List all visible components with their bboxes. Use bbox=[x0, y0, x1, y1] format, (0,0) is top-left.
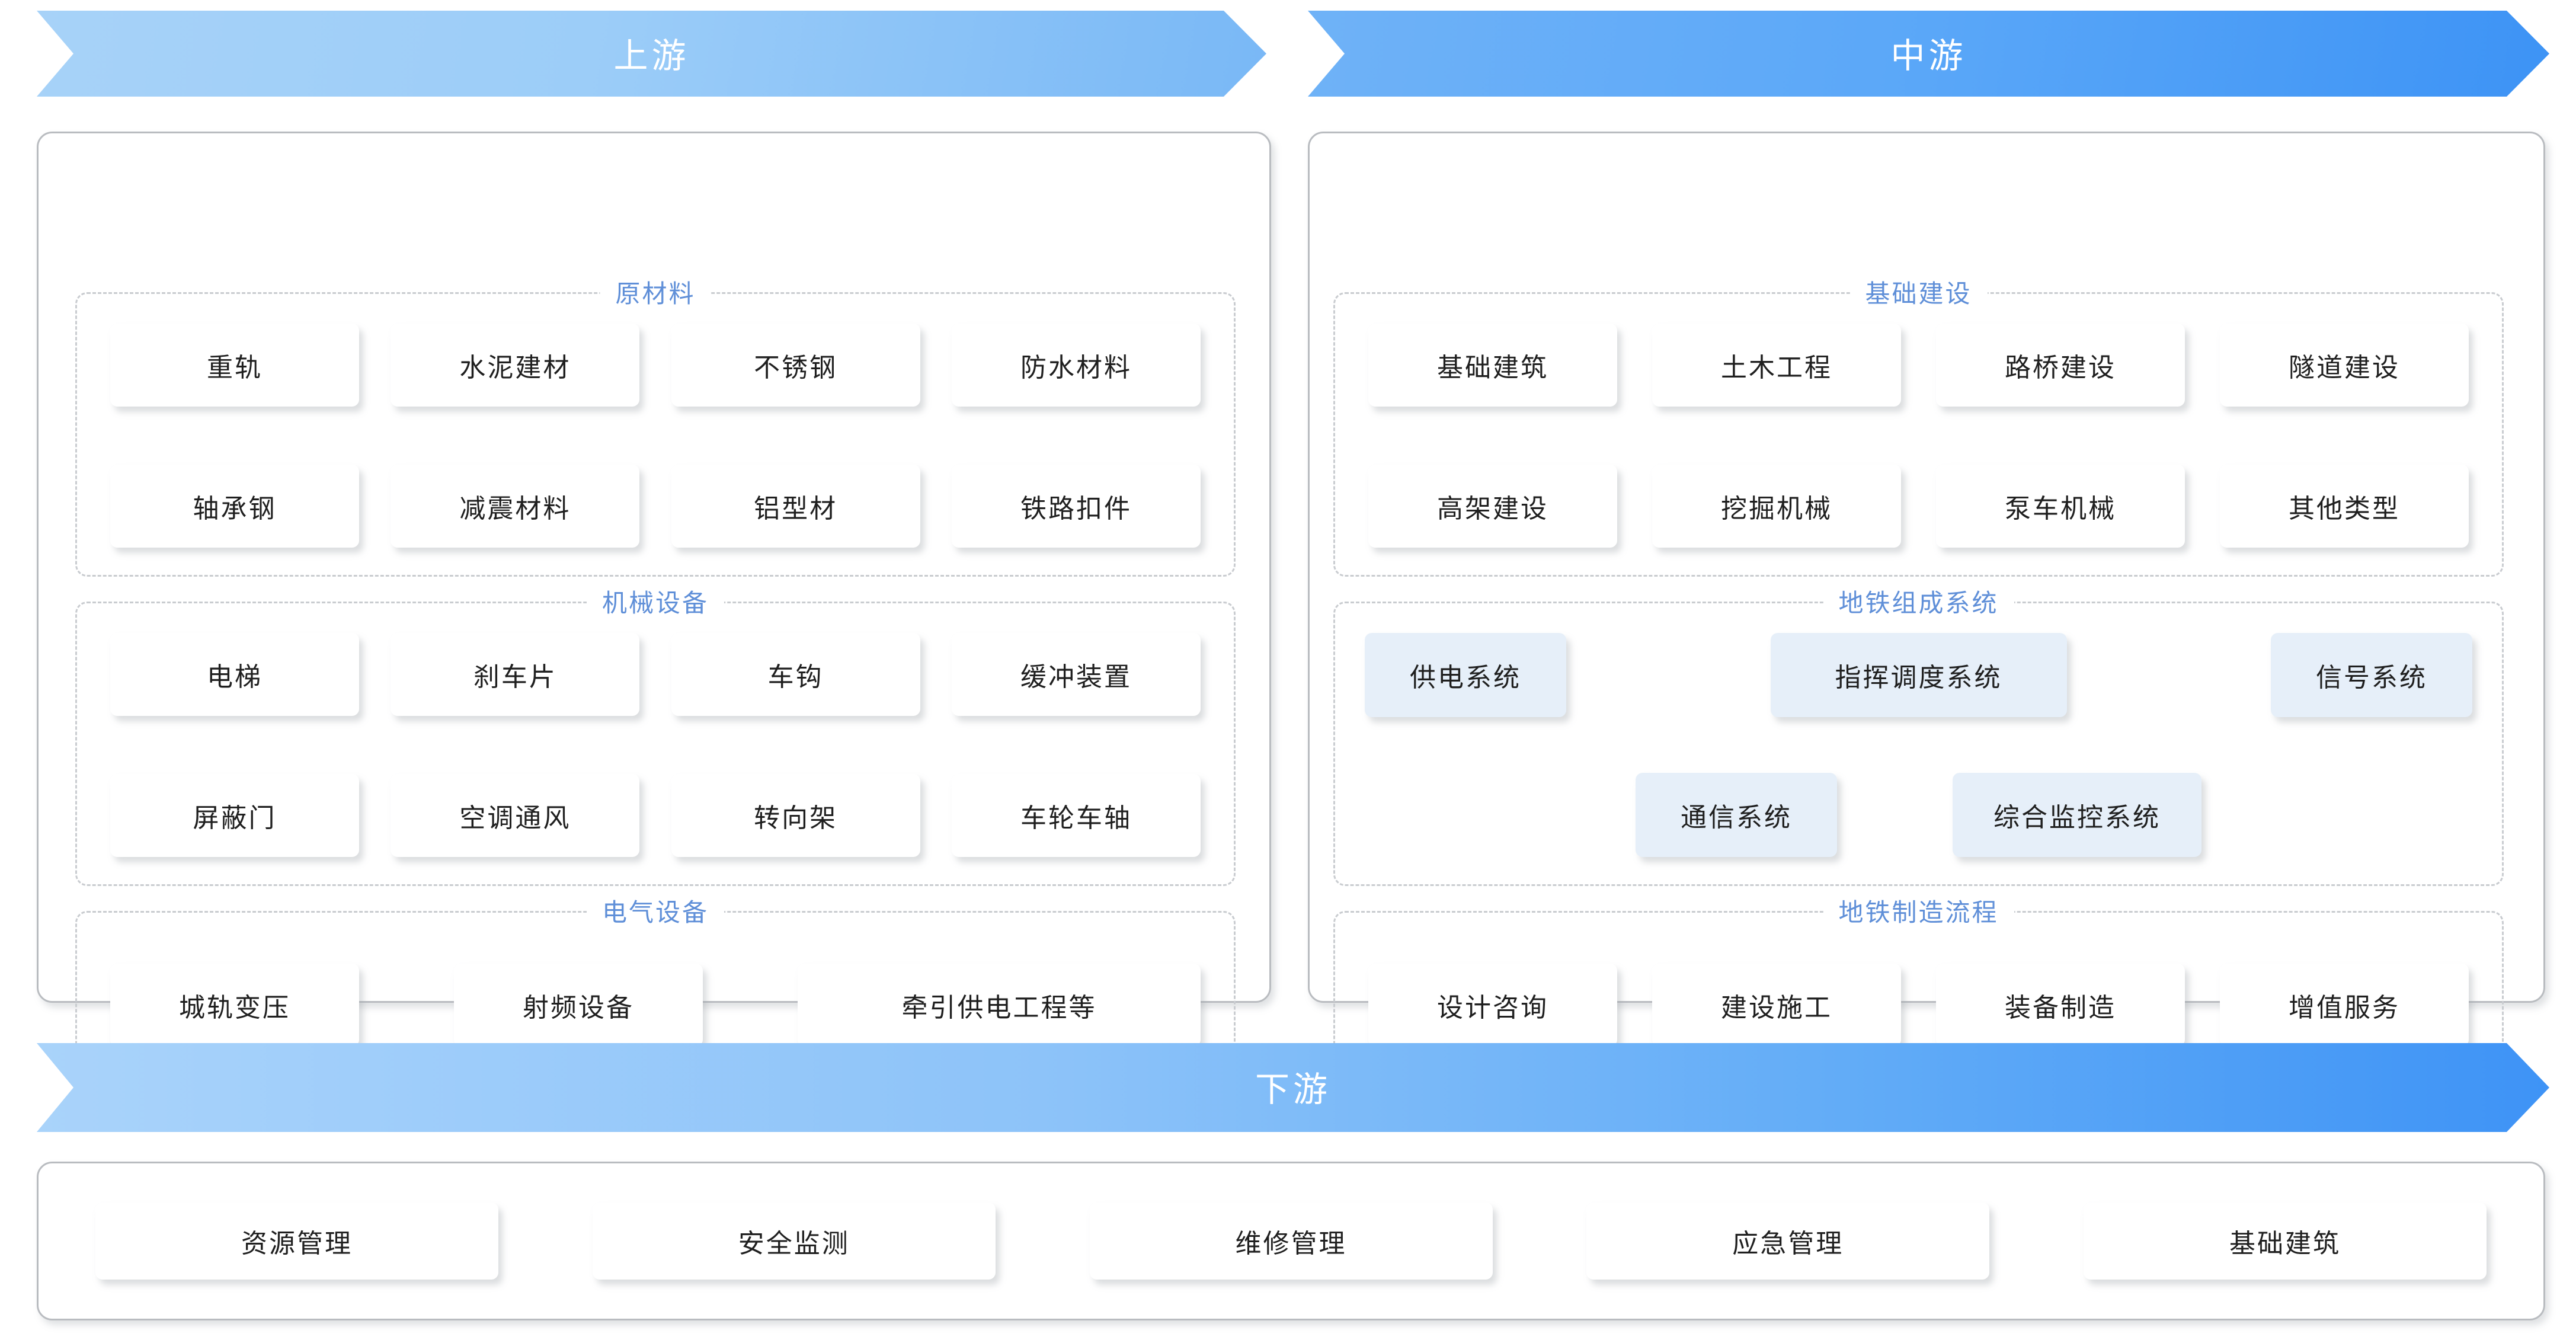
chip-row: 设计咨询 建设施工 装备制造 增值服务 bbox=[1335, 964, 2502, 1047]
chip-item[interactable]: 供电系统 bbox=[1365, 633, 1566, 717]
chip-item[interactable]: 土木工程 bbox=[1652, 324, 1901, 407]
group-electrical-equipment: 电气设备 城轨变压 射频设备 牵引供电工程等 bbox=[75, 893, 1236, 1099]
downstream-panel: 资源管理 安全监测 维修管理 应急管理 基础建筑 bbox=[37, 1162, 2545, 1320]
chip-item[interactable]: 增值服务 bbox=[2220, 964, 2469, 1047]
chip-row: 城轨变压 射频设备 牵引供电工程等 bbox=[77, 964, 1234, 1047]
chip-row: 轴承钢 减震材料 铝型材 铁路扣件 bbox=[77, 465, 1234, 548]
chip-item[interactable]: 高架建设 bbox=[1368, 465, 1617, 548]
group-subway-systems: 地铁组成系统 供电系统 指挥调度系统 信号系统 通信系统 综合监控系统 bbox=[1333, 583, 2504, 886]
chip-item[interactable]: 铁路扣件 bbox=[951, 465, 1201, 548]
chip-item[interactable]: 防水材料 bbox=[951, 324, 1201, 407]
banner-upstream-label: 上游 bbox=[613, 36, 690, 75]
chip-item[interactable]: 隧道建设 bbox=[2220, 324, 2469, 407]
chip-item[interactable]: 安全监测 bbox=[592, 1203, 996, 1280]
group-title-infrastructure: 基础建设 bbox=[1849, 274, 1988, 310]
group-title-mechanical-equipment: 机械设备 bbox=[586, 583, 725, 619]
upstream-panel: 原材料 重轨 水泥建材 不锈钢 防水材料 轴承钢 减震材料 铝型材 铁路扣件 机… bbox=[37, 132, 1271, 1099]
banner-midstream: 中游 bbox=[1308, 11, 2549, 97]
chip-item[interactable]: 指挥调度系统 bbox=[1770, 633, 2067, 717]
chip-row: 高架建设 挖掘机械 泵车机械 其他类型 bbox=[1335, 465, 2502, 548]
chip-row: 供电系统 指挥调度系统 信号系统 bbox=[1335, 633, 2502, 717]
chip-row: 电梯 刹车片 车钩 缓冲装置 bbox=[77, 633, 1234, 716]
group-title-raw-materials: 原材料 bbox=[600, 274, 711, 310]
group-infrastructure: 基础建设 基础建筑 土木工程 路桥建设 隧道建设 高架建设 挖掘机械 泵车机械 … bbox=[1333, 274, 2504, 577]
chip-item[interactable]: 泵车机械 bbox=[1936, 465, 2185, 548]
chip-row: 重轨 水泥建材 不锈钢 防水材料 bbox=[77, 324, 1234, 407]
chip-item[interactable]: 通信系统 bbox=[1636, 773, 1837, 857]
chip-item[interactable]: 空调通风 bbox=[391, 774, 640, 857]
chip-item[interactable]: 车轮车轴 bbox=[951, 774, 1201, 857]
chip-row: 屏蔽门 空调通风 转向架 车轮车轴 bbox=[77, 774, 1234, 857]
chip-item[interactable]: 减震材料 bbox=[391, 465, 640, 548]
chip-item[interactable]: 城轨变压 bbox=[110, 964, 359, 1047]
chip-item[interactable]: 重轨 bbox=[110, 324, 359, 407]
chip-item[interactable]: 铝型材 bbox=[671, 465, 920, 548]
banner-downstream: 下游 bbox=[37, 1043, 2549, 1132]
banner-upstream: 上游 bbox=[37, 11, 1266, 97]
chip-item[interactable]: 挖掘机械 bbox=[1652, 465, 1901, 548]
chip-item[interactable]: 综合监控系统 bbox=[1953, 773, 2201, 857]
chip-item[interactable]: 牵引供电工程等 bbox=[798, 964, 1201, 1047]
group-title-electrical-equipment: 电气设备 bbox=[586, 893, 725, 929]
group-mechanical-equipment: 机械设备 电梯 刹车片 车钩 缓冲装置 屏蔽门 空调通风 转向架 车轮车轴 bbox=[75, 583, 1236, 886]
chip-item[interactable]: 应急管理 bbox=[1586, 1203, 1990, 1280]
chip-item[interactable]: 不锈钢 bbox=[671, 324, 920, 407]
chip-item[interactable]: 基础建筑 bbox=[2084, 1203, 2487, 1280]
chip-item[interactable]: 缓冲装置 bbox=[951, 633, 1201, 716]
chip-item[interactable]: 转向架 bbox=[671, 774, 920, 857]
group-title-manufacturing-process: 地铁制造流程 bbox=[1823, 893, 2014, 929]
chip-item[interactable]: 信号系统 bbox=[2271, 633, 2472, 717]
chip-item[interactable]: 其他类型 bbox=[2220, 465, 2469, 548]
chip-item[interactable]: 设计咨询 bbox=[1368, 964, 1617, 1047]
chip-item[interactable]: 射频设备 bbox=[454, 964, 703, 1047]
banner-midstream-label: 中游 bbox=[1890, 36, 1967, 75]
midstream-panel: 基础建设 基础建筑 土木工程 路桥建设 隧道建设 高架建设 挖掘机械 泵车机械 … bbox=[1308, 132, 2545, 1099]
group-raw-materials: 原材料 重轨 水泥建材 不锈钢 防水材料 轴承钢 减震材料 铝型材 铁路扣件 bbox=[75, 274, 1236, 577]
chip-row: 通信系统 综合监控系统 bbox=[1335, 773, 2502, 857]
chip-row: 基础建筑 土木工程 路桥建设 隧道建设 bbox=[1335, 324, 2502, 407]
chip-row: 资源管理 安全监测 维修管理 应急管理 基础建筑 bbox=[39, 1163, 2543, 1319]
group-title-subway-systems: 地铁组成系统 bbox=[1823, 583, 2014, 619]
chip-item[interactable]: 装备制造 bbox=[1936, 964, 2185, 1047]
chip-item[interactable]: 车钩 bbox=[671, 633, 920, 716]
chip-item[interactable]: 资源管理 bbox=[95, 1203, 498, 1280]
chip-item[interactable]: 水泥建材 bbox=[391, 324, 640, 407]
chip-item[interactable]: 轴承钢 bbox=[110, 465, 359, 548]
banner-downstream-label: 下游 bbox=[1255, 1070, 1331, 1109]
chip-item[interactable]: 电梯 bbox=[110, 633, 359, 716]
chip-item[interactable]: 建设施工 bbox=[1652, 964, 1901, 1047]
chip-item[interactable]: 屏蔽门 bbox=[110, 774, 359, 857]
chip-item[interactable]: 刹车片 bbox=[391, 633, 640, 716]
chip-item[interactable]: 路桥建设 bbox=[1936, 324, 2185, 407]
chip-item[interactable]: 基础建筑 bbox=[1368, 324, 1617, 407]
chip-item[interactable]: 维修管理 bbox=[1089, 1203, 1493, 1280]
